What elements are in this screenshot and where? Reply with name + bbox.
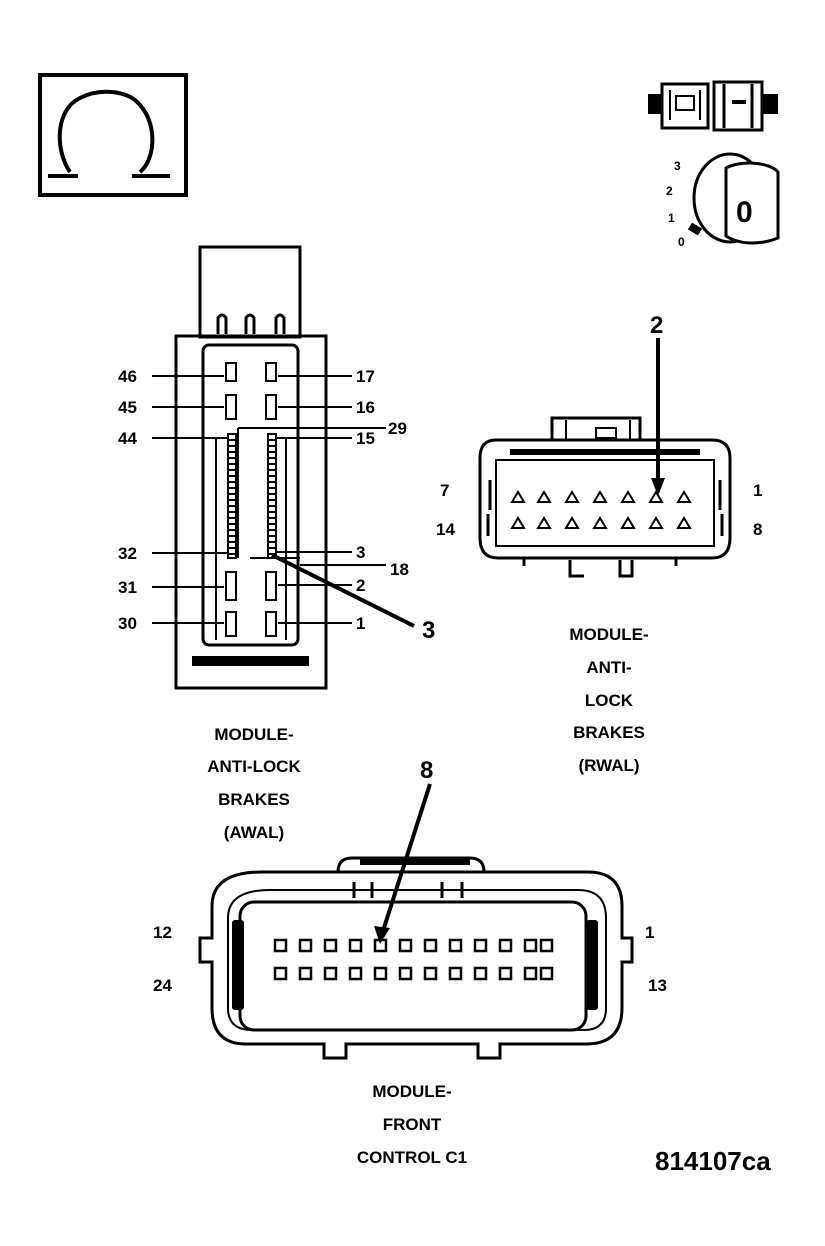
awal-pin-2: 2 bbox=[356, 576, 365, 595]
front-control-pin-13: 13 bbox=[648, 976, 667, 995]
awal-pin-46: 46 bbox=[118, 367, 137, 386]
awal-pin-15: 15 bbox=[356, 429, 375, 448]
awal-pin-32: 32 bbox=[118, 544, 137, 563]
awal-caption-line-4: (AWAL) bbox=[224, 823, 284, 842]
rwal-caption-line-1: MODULE- bbox=[569, 625, 648, 644]
rwal-pin-1: 1 bbox=[753, 481, 762, 500]
rwal-pin-8: 8 bbox=[753, 520, 762, 539]
ignition-pos-2: 2 bbox=[666, 184, 673, 198]
awal-pin-45: 45 bbox=[118, 398, 137, 417]
awal-connector bbox=[152, 245, 415, 690]
awal-caption: MODULE- ANTI-LOCK BRAKES (AWAL) bbox=[207, 725, 301, 842]
ignition-key-icon: 3 2 1 0 0 bbox=[666, 152, 780, 249]
awal-pin-17: 17 bbox=[356, 367, 375, 386]
awal-caption-line-2: ANTI-LOCK bbox=[207, 757, 301, 776]
awal-caption-line-1: MODULE- bbox=[214, 725, 293, 744]
disconnected-connector-icon bbox=[648, 80, 778, 132]
front-control-connector bbox=[198, 783, 634, 1060]
awal-pin-18: 18 bbox=[390, 560, 409, 579]
awal-pin-31: 31 bbox=[118, 578, 137, 597]
rwal-connector bbox=[478, 338, 732, 578]
rwal-callout: 2 bbox=[650, 312, 663, 339]
awal-pin-16: 16 bbox=[356, 398, 375, 417]
ohmmeter-icon bbox=[38, 73, 188, 197]
front-control-pin-12: 12 bbox=[153, 923, 172, 942]
figure-id: 814107ca bbox=[655, 1146, 771, 1176]
ignition-pos-1: 1 bbox=[668, 211, 675, 225]
front-control-pin-1: 1 bbox=[645, 923, 654, 942]
ignition-pos-0: 0 bbox=[678, 235, 685, 249]
rwal-caption-line-2: ANTI- bbox=[586, 658, 631, 677]
awal-pin-29: 29 bbox=[388, 419, 407, 438]
rwal-caption-line-3: LOCK bbox=[585, 691, 634, 710]
front-control-caption-line-2: FRONT bbox=[383, 1115, 442, 1134]
front-control-caption-line-3: CONTROL C1 bbox=[357, 1148, 467, 1167]
rwal-caption-line-4: BRAKES bbox=[573, 723, 645, 742]
rwal-caption: MODULE- ANTI- LOCK BRAKES (RWAL) bbox=[569, 625, 648, 775]
rwal-pin-14: 14 bbox=[436, 520, 455, 539]
ignition-pos-3: 3 bbox=[674, 159, 681, 173]
rwal-caption-line-5: (RWAL) bbox=[578, 756, 639, 775]
rwal-pin-7: 7 bbox=[440, 481, 449, 500]
front-control-callout: 8 bbox=[420, 757, 433, 784]
key-glyph: 0 bbox=[736, 196, 753, 229]
front-control-pin-24: 24 bbox=[153, 976, 172, 995]
awal-pin-44: 44 bbox=[118, 429, 137, 448]
front-control-caption: MODULE- FRONT CONTROL C1 bbox=[357, 1082, 467, 1167]
awal-callout: 3 bbox=[422, 617, 435, 644]
front-control-caption-line-1: MODULE- bbox=[372, 1082, 451, 1101]
awal-caption-line-3: BRAKES bbox=[218, 790, 290, 809]
awal-pin-3: 3 bbox=[356, 543, 365, 562]
awal-pin-30: 30 bbox=[118, 614, 137, 633]
awal-pin-1: 1 bbox=[356, 614, 365, 633]
